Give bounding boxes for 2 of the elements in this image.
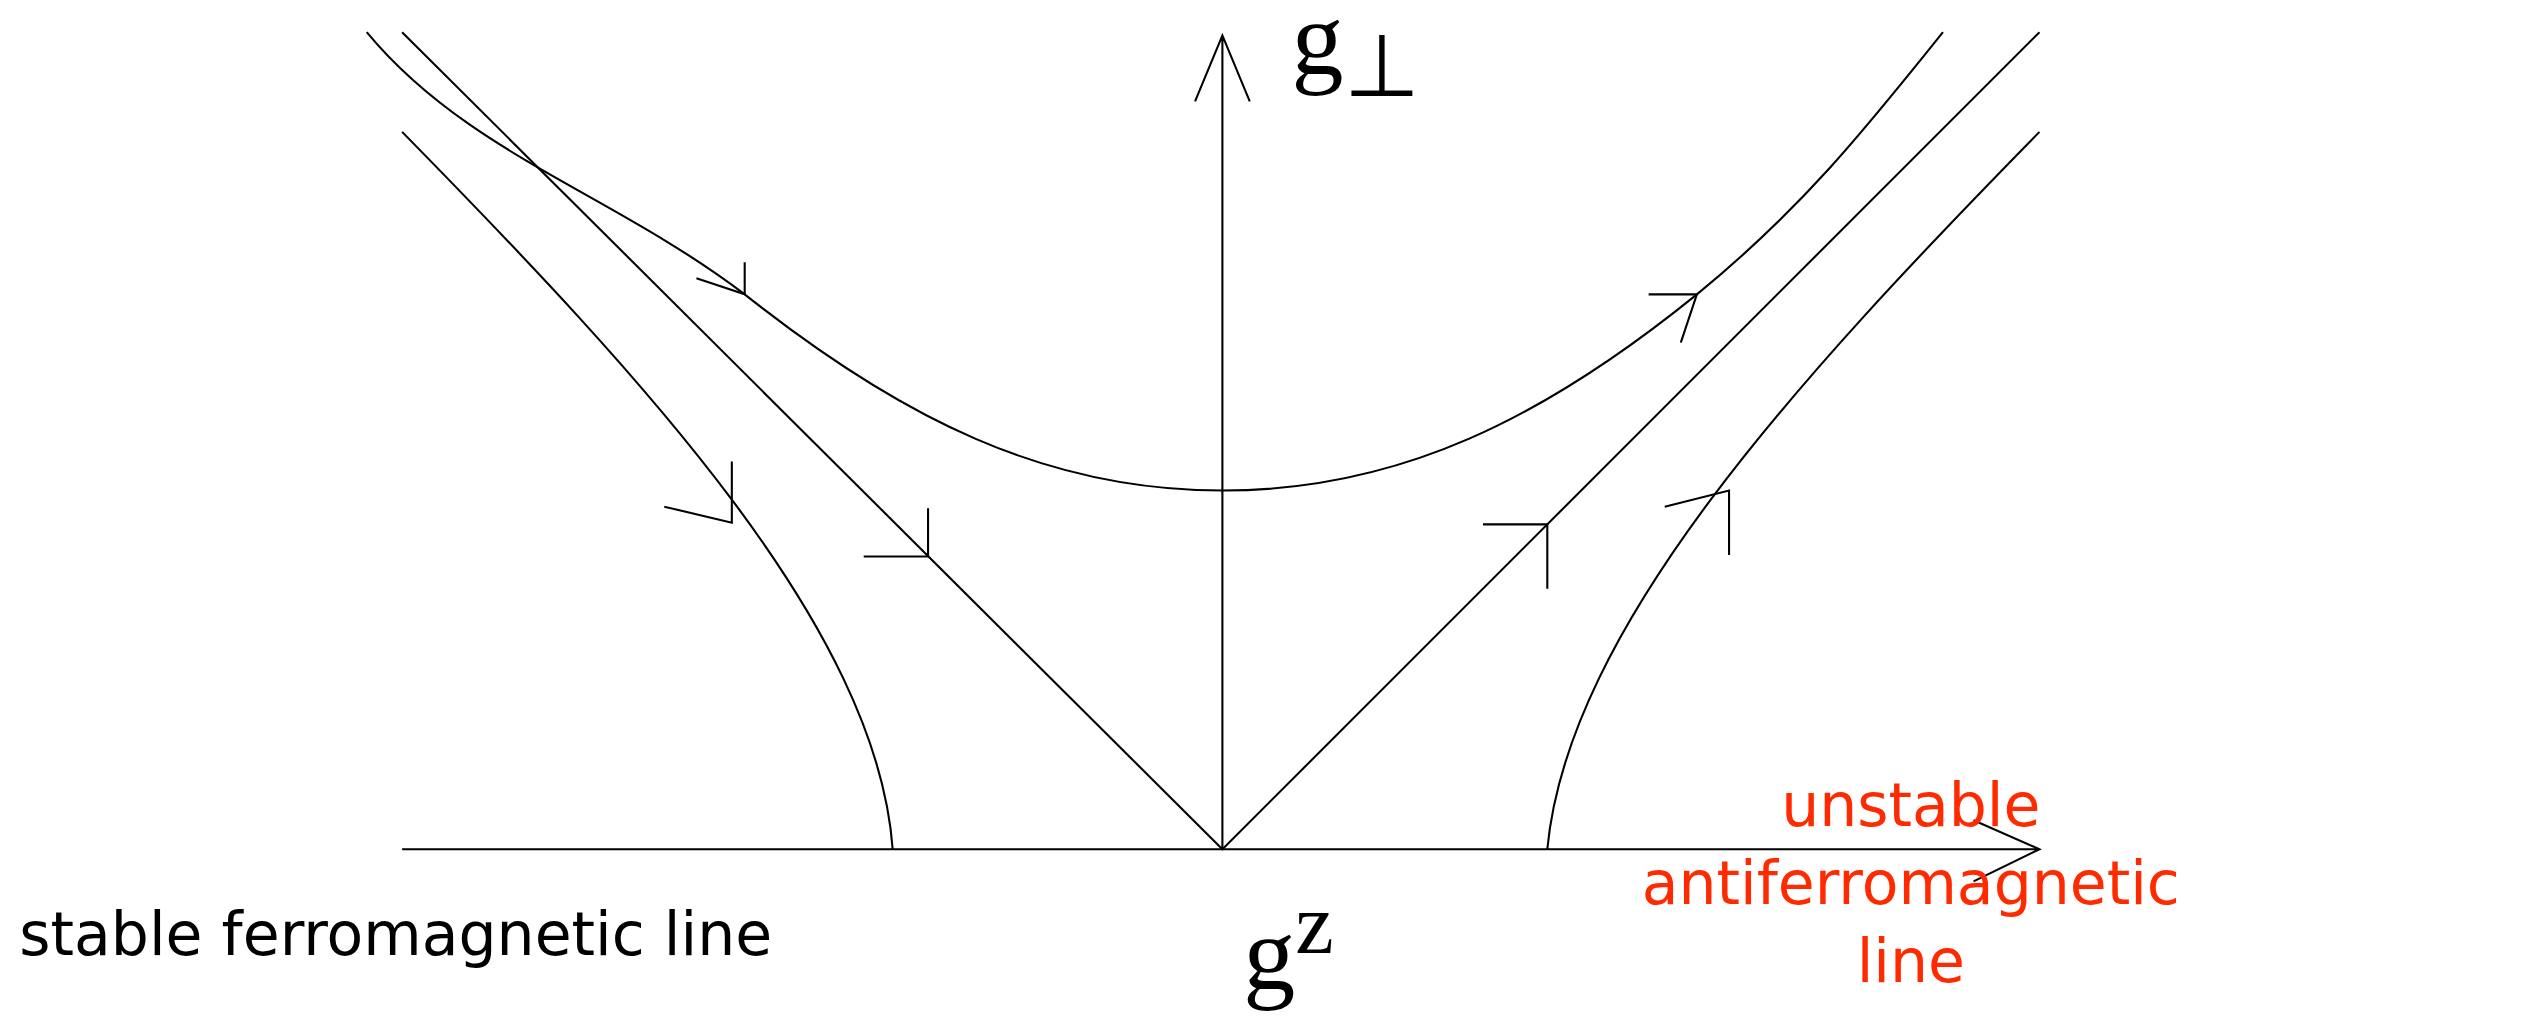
axis-label: g$_{⊥}$ xyxy=(1291,0,1420,111)
line-label: unstable antiferromagnetic line xyxy=(1640,768,2181,998)
